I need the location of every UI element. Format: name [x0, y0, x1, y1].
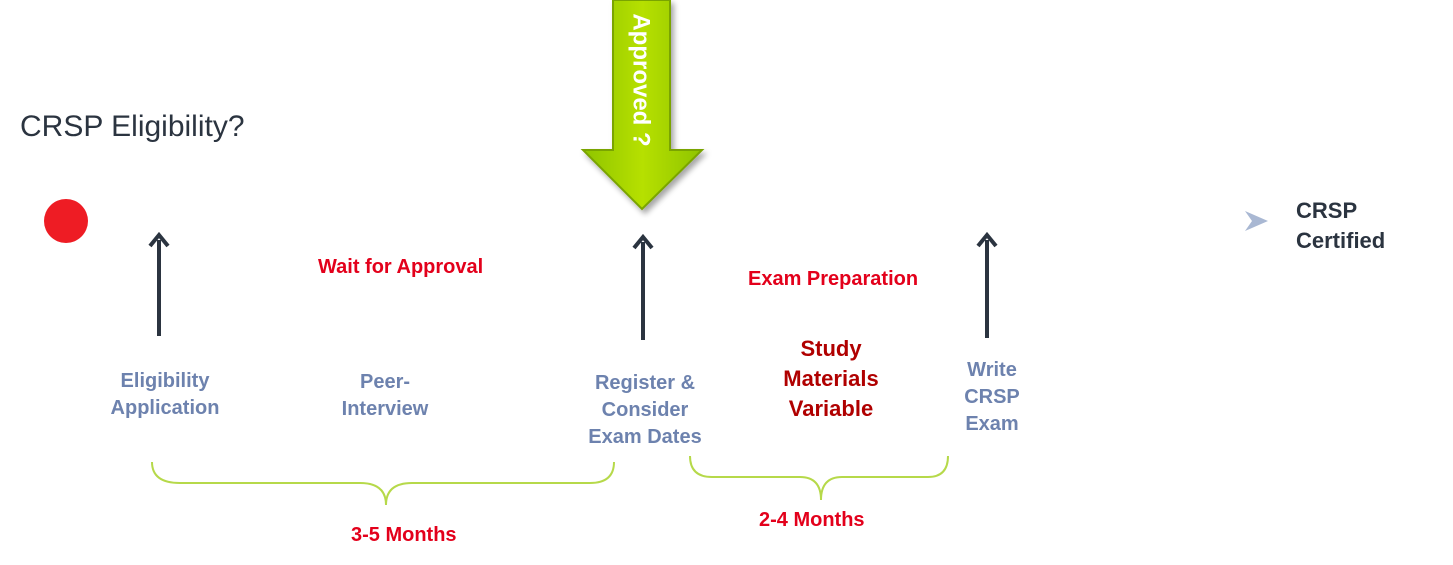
phase-wait-label: Wait for Approval: [318, 256, 484, 278]
page-title: CRSP Eligibility?: [20, 110, 245, 143]
end-label-line1: CRSP: [1296, 198, 1358, 223]
up-arrow-eligibility: [148, 231, 170, 336]
approved-arrow: [580, 0, 705, 211]
end-label: CRSP Certified: [1296, 196, 1385, 256]
start-dot: [44, 199, 88, 243]
phase-prep-label: Exam Preparation: [748, 268, 919, 290]
brace-second-period: [689, 455, 949, 501]
study-materials-label: Study Materials Variable: [783, 336, 879, 421]
step-register-exam-dates: Register & Consider Exam Dates: [588, 372, 702, 448]
up-arrow-write: [976, 231, 998, 338]
approved-label-wrap: Approved ?: [612, 10, 670, 150]
step-peer-interview: Peer- Interview: [341, 371, 429, 420]
approved-label: Approved ?: [628, 13, 655, 147]
step-eligibility-application: Eligibility Application: [110, 370, 220, 419]
end-label-line2: Certified: [1296, 228, 1386, 253]
up-arrow-register: [632, 233, 654, 340]
duration-2-4-months: 2-4 Months: [759, 509, 865, 531]
duration-3-5-months: 3-5 Months: [351, 524, 457, 546]
step-write-crsp-exam: Write CRSP Exam: [964, 359, 1020, 435]
timeline-arrowhead: [1245, 211, 1268, 231]
brace-first-period: [151, 461, 615, 506]
